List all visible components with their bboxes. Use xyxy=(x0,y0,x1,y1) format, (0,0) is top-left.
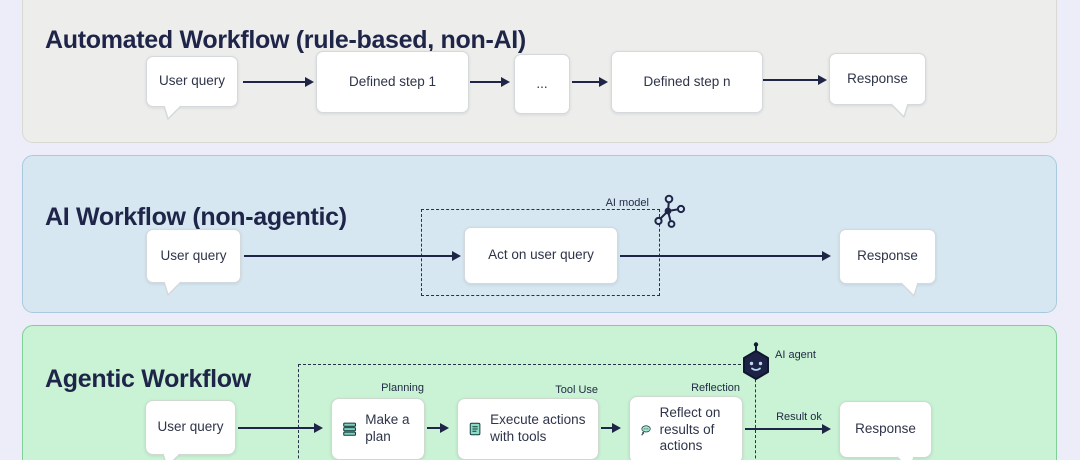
speech-tail-icon xyxy=(900,282,919,297)
user-query-node: User query xyxy=(145,400,236,460)
execute-actions-node: Execute actions with tools xyxy=(457,398,599,460)
user-query-node: User query xyxy=(146,56,238,120)
flow-arrow xyxy=(427,423,449,433)
thought-bubble-icon xyxy=(641,425,651,436)
robot-icon xyxy=(743,342,769,380)
speech-tail-icon xyxy=(163,281,182,296)
ellipsis-node: ... xyxy=(514,54,570,114)
make-a-plan-node: Make a plan xyxy=(331,398,425,460)
speech-tail-icon xyxy=(163,105,182,120)
response-node: Response xyxy=(839,401,932,460)
flow-arrow xyxy=(470,77,510,87)
flow-arrow xyxy=(620,251,831,261)
automated-workflow-panel: Automated Workflow (rule-based, non-AI) … xyxy=(22,0,1057,143)
ai-agent-label: AI agent xyxy=(775,349,816,361)
agentic-workflow-panel: Agentic Workflow AI agent Planning Tool … xyxy=(22,325,1057,460)
flow-arrow xyxy=(601,423,621,433)
automated-workflow-title: Automated Workflow (rule-based, non-AI) xyxy=(45,25,526,54)
ai-workflow-panel: AI Workflow (non-agentic) AI model User … xyxy=(22,155,1057,313)
network-nodes-icon xyxy=(654,194,686,228)
reflection-stage-label: Reflection xyxy=(691,382,740,394)
ai-workflow-title: AI Workflow (non-agentic) xyxy=(45,202,347,231)
planning-stage-label: Planning xyxy=(381,382,424,394)
result-ok-label: Result ok xyxy=(776,411,822,423)
defined-step-n-node: Defined step n xyxy=(611,51,763,113)
reflect-node: Reflect on results of actions xyxy=(629,396,743,460)
stack-icon xyxy=(343,422,356,436)
flow-arrow xyxy=(244,251,461,261)
tool-use-stage-label: Tool Use xyxy=(555,384,598,396)
flow-arrow xyxy=(745,424,831,434)
response-node: Response xyxy=(839,229,936,297)
act-on-user-query-node: Act on user query xyxy=(464,227,618,284)
ai-model-boundary xyxy=(421,209,660,296)
user-query-node: User query xyxy=(146,229,241,296)
speech-tail-icon xyxy=(162,453,181,460)
flow-arrow xyxy=(572,77,608,87)
flow-arrow xyxy=(243,77,314,87)
defined-step-1-node: Defined step 1 xyxy=(316,51,469,113)
ai-model-label: AI model xyxy=(605,197,649,209)
ai-agent-boundary xyxy=(298,364,756,460)
speech-tail-icon xyxy=(890,103,909,118)
document-icon xyxy=(469,422,481,436)
agentic-workflow-title: Agentic Workflow xyxy=(45,364,251,393)
flow-arrow xyxy=(763,75,827,85)
flow-arrow xyxy=(238,423,323,433)
speech-tail-icon xyxy=(896,456,915,460)
response-node: Response xyxy=(829,53,926,118)
